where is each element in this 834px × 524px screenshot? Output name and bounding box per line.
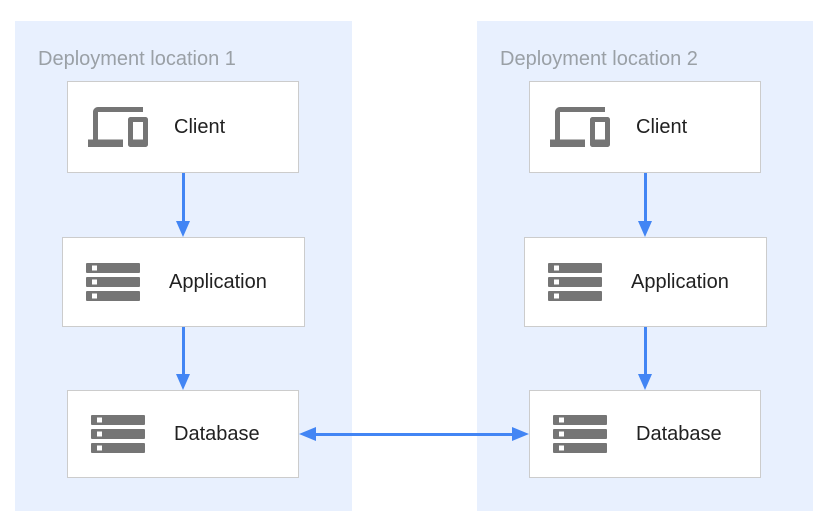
node-label: Client <box>636 115 688 138</box>
arrow-head-down <box>638 374 652 390</box>
node-application: Application <box>62 237 305 327</box>
node-database: Database <box>529 390 761 478</box>
arrow-line <box>181 327 185 374</box>
arrow-client-to-application <box>176 173 190 237</box>
zone-title: Deployment location 1 <box>38 48 236 70</box>
zone-title: Deployment location 2 <box>500 48 698 70</box>
arrow-head-down <box>176 221 190 237</box>
server-stack-icon <box>88 415 148 453</box>
node-label: Application <box>169 270 267 293</box>
server-stack-icon <box>545 263 605 301</box>
server-stack-icon <box>83 263 143 301</box>
arrow-client-to-application <box>638 173 652 237</box>
node-label: Application <box>631 270 729 293</box>
arrow-head-left <box>299 427 316 441</box>
arrow-line <box>643 327 647 374</box>
devices-icon <box>88 97 148 157</box>
deployment-zone-1: Deployment location 1 Client <box>15 21 352 511</box>
arrow-application-to-database <box>176 327 190 390</box>
server-stack-icon <box>550 415 610 453</box>
node-client: Client <box>67 81 299 173</box>
node-label: Database <box>174 422 260 445</box>
arrow-line <box>643 173 647 221</box>
arrow-line <box>181 173 185 221</box>
arrow-database-sync <box>299 427 529 441</box>
node-client: Client <box>529 81 761 173</box>
arrow-head-down <box>176 374 190 390</box>
arrow-head-right <box>512 427 529 441</box>
node-label: Client <box>174 115 226 138</box>
node-application: Application <box>524 237 767 327</box>
deployment-zone-2: Deployment location 2 Client <box>477 21 813 511</box>
arrow-line <box>316 432 512 436</box>
node-label: Database <box>636 422 722 445</box>
node-database: Database <box>67 390 299 478</box>
devices-icon <box>550 97 610 157</box>
arrow-head-down <box>638 221 652 237</box>
arrow-application-to-database <box>638 327 652 390</box>
